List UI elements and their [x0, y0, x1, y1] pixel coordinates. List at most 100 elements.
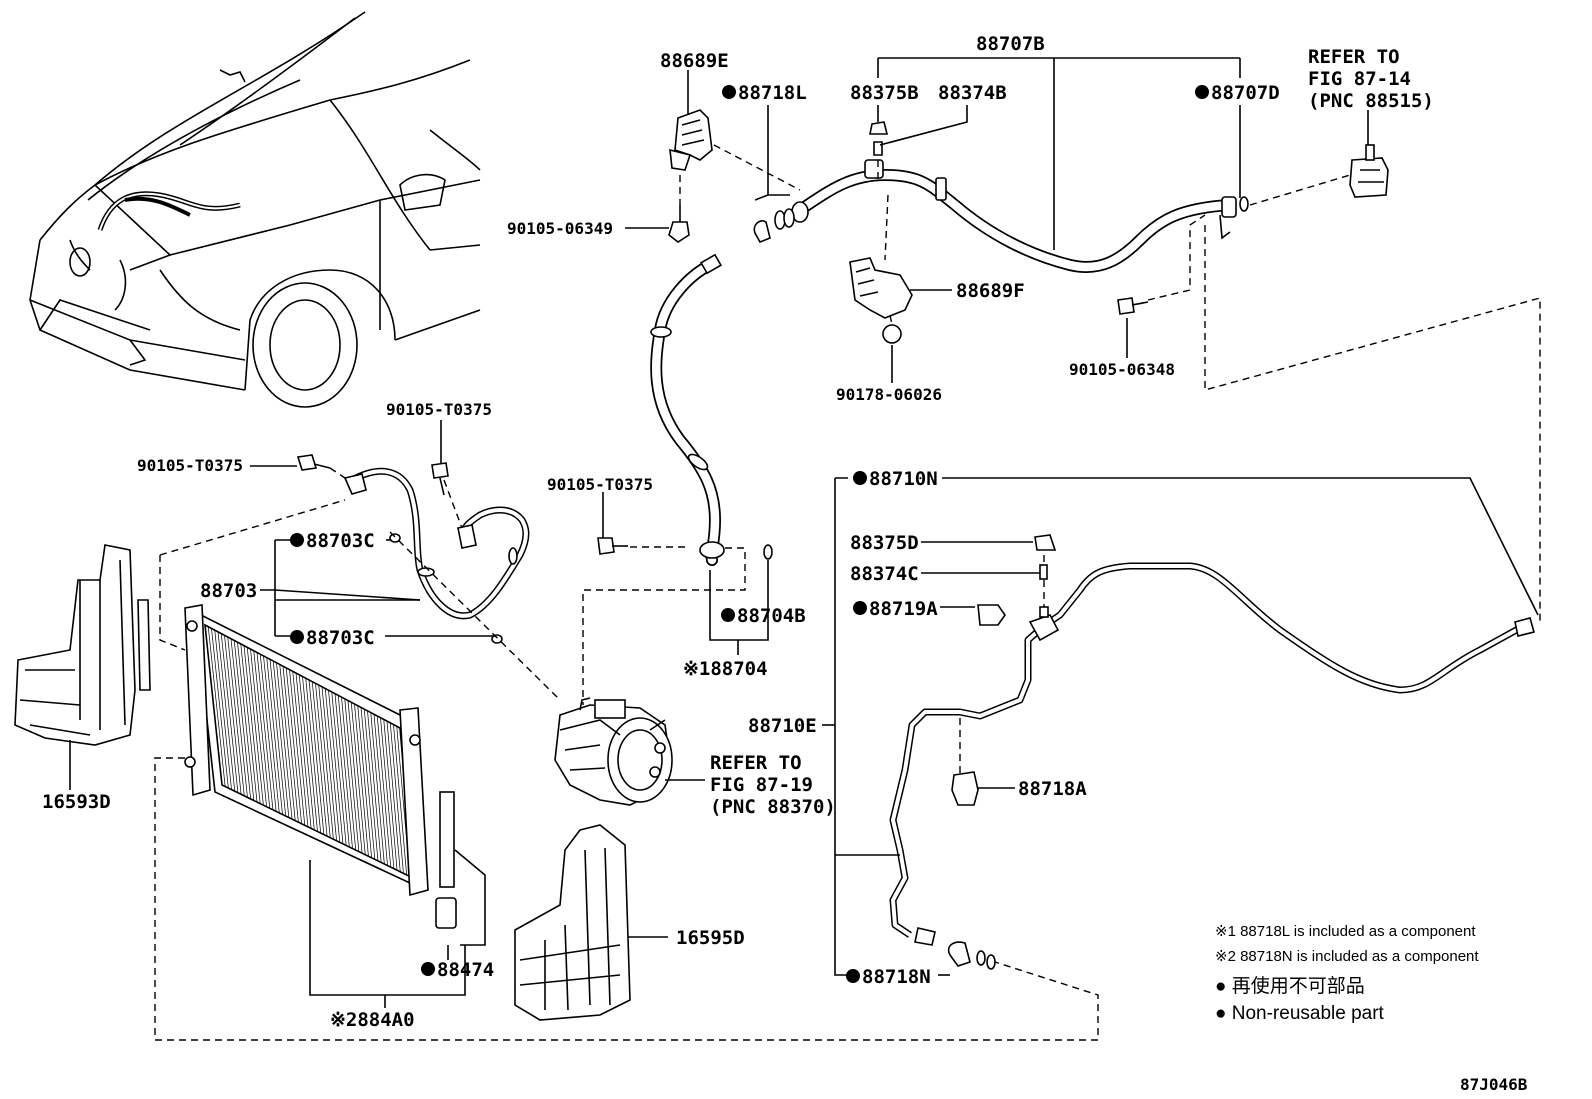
- non-reusable-dot: [846, 969, 860, 983]
- label-90105-T0375-a: 90105-T0375: [137, 456, 243, 475]
- label-88718N: 88718N: [862, 966, 931, 988]
- condenser-fin: [360, 707, 376, 860]
- o-rings-88718L: [753, 208, 795, 244]
- condenser-fin: [250, 648, 267, 807]
- non-reusable-dot: [290, 630, 304, 644]
- condenser-fin: [357, 705, 372, 858]
- condenser-fin: [207, 626, 226, 787]
- label-88710E: 88710E: [748, 715, 817, 737]
- condenser-fin: [386, 721, 401, 872]
- bolt-90105-06349: [668, 205, 690, 243]
- refer-text-line3: (PNC 88515): [1308, 90, 1434, 112]
- condenser-fin: [363, 709, 379, 861]
- label-90105-06349: 90105-06349: [507, 219, 613, 238]
- bracket-88689E: [669, 109, 713, 171]
- condenser-fin: [354, 703, 369, 857]
- refer-text-line1: REFER TO: [1308, 46, 1400, 68]
- label-88707D: 88707D: [1211, 82, 1280, 104]
- legend-english: ● Non-reusable part: [1215, 1003, 1385, 1024]
- condenser-fin: [311, 681, 328, 837]
- sensor-88718A: [951, 771, 979, 806]
- condenser-fin: [263, 655, 280, 813]
- condenser-fin: [321, 686, 337, 841]
- non-reusable-dot: [853, 471, 867, 485]
- label-88718L: 88718L: [738, 82, 807, 104]
- refer-text-line1: REFER TO: [710, 752, 802, 774]
- footnote-2: ※2 88718N is included as a component: [1215, 948, 1479, 965]
- label-88703C-a: 88703C: [306, 530, 375, 552]
- condenser-fin: [347, 700, 363, 854]
- label-884A0: ※2884A0: [330, 1009, 415, 1031]
- label-90105-T0375-b: 90105-T0375: [386, 400, 492, 419]
- bolt-90105-T0375-c: [597, 537, 628, 555]
- air-guide-16595D: [514, 824, 631, 1021]
- non-reusable-dot: [1195, 85, 1209, 99]
- connector-ref-88515: [1349, 144, 1389, 198]
- drier-88474: [435, 791, 457, 929]
- compressor-ref-88370: [554, 697, 673, 806]
- condenser-fin: [230, 638, 248, 798]
- label-90105-T0375-c: 90105-T0375: [547, 475, 653, 494]
- condenser-fin: [237, 642, 255, 801]
- condenser-fin: [227, 636, 245, 796]
- condenser-fin: [373, 714, 388, 866]
- valve-88719A: [977, 604, 1006, 626]
- label-88474: 88474: [437, 959, 494, 981]
- condenser-fin: [272, 661, 290, 818]
- condenser-fin: [240, 643, 258, 803]
- condenser-fin: [380, 717, 395, 869]
- non-reusable-dot: [421, 962, 435, 976]
- condenser-fin: [389, 722, 404, 874]
- label-88375B: 88375B: [850, 82, 919, 104]
- label-90178-06026: 90178-06026: [836, 385, 942, 404]
- condenser-fin: [204, 624, 223, 786]
- part-labels: 88707B 88689E 88718L 88375B 88374B 88707…: [42, 33, 1528, 1094]
- bracket-88689F: [849, 257, 913, 344]
- non-reusable-dot: [721, 608, 735, 622]
- condenser-fin: [305, 678, 322, 834]
- label-88710N: 88710N: [869, 468, 938, 490]
- condenser-fin: [295, 673, 312, 829]
- condenser-fin: [285, 667, 302, 824]
- label-90105-06348: 90105-06348: [1069, 360, 1175, 379]
- condenser-fin: [243, 645, 261, 804]
- condenser-fin: [328, 690, 344, 844]
- label-88718A: 88718A: [1018, 778, 1087, 800]
- label-88689F: 88689F: [956, 280, 1025, 302]
- condenser-fin: [337, 695, 353, 849]
- label-88375D: 88375D: [850, 532, 919, 554]
- cap-88375D: [1034, 534, 1057, 551]
- label-88374B: 88374B: [938, 82, 1007, 104]
- suction-hose-88704: [650, 253, 773, 566]
- condenser-fin: [344, 698, 360, 852]
- non-reusable-dot: [853, 601, 867, 615]
- vehicle-illustration: [29, 11, 481, 408]
- condenser-fin: [282, 666, 299, 823]
- air-guide-16593D: [14, 544, 151, 746]
- label-88374C: 88374C: [850, 563, 919, 585]
- condenser-fin: [266, 657, 283, 815]
- core-88374C: [1039, 564, 1048, 580]
- label-88719A: 88719A: [869, 598, 938, 620]
- label-88689E: 88689E: [660, 50, 729, 72]
- condenser-fin: [279, 664, 296, 821]
- refer-text-line3: (PNC 88370): [710, 796, 836, 818]
- condenser-fin: [224, 635, 242, 795]
- label-88707B: 88707B: [976, 33, 1045, 55]
- condenser-fin: [308, 679, 325, 835]
- o-ring-set-88718N: [947, 941, 996, 970]
- refer-text-line2: FIG 87-14: [1308, 68, 1411, 90]
- condenser-884A0: [184, 604, 429, 897]
- label-88704: ※188704: [683, 658, 768, 680]
- non-reusable-dot: [290, 533, 304, 547]
- label-16593D: 16593D: [42, 791, 111, 813]
- condenser-fin: [289, 669, 306, 826]
- bolt-90105-T0375-b: [431, 462, 449, 496]
- condenser-fin: [393, 724, 407, 875]
- footnotes: ※1 88718L is included as a component ※2 …: [1215, 923, 1479, 1024]
- condenser-fin: [220, 633, 239, 793]
- condenser-fin: [256, 652, 274, 810]
- condenser-fin: [350, 702, 366, 855]
- condenser-fin: [298, 674, 315, 830]
